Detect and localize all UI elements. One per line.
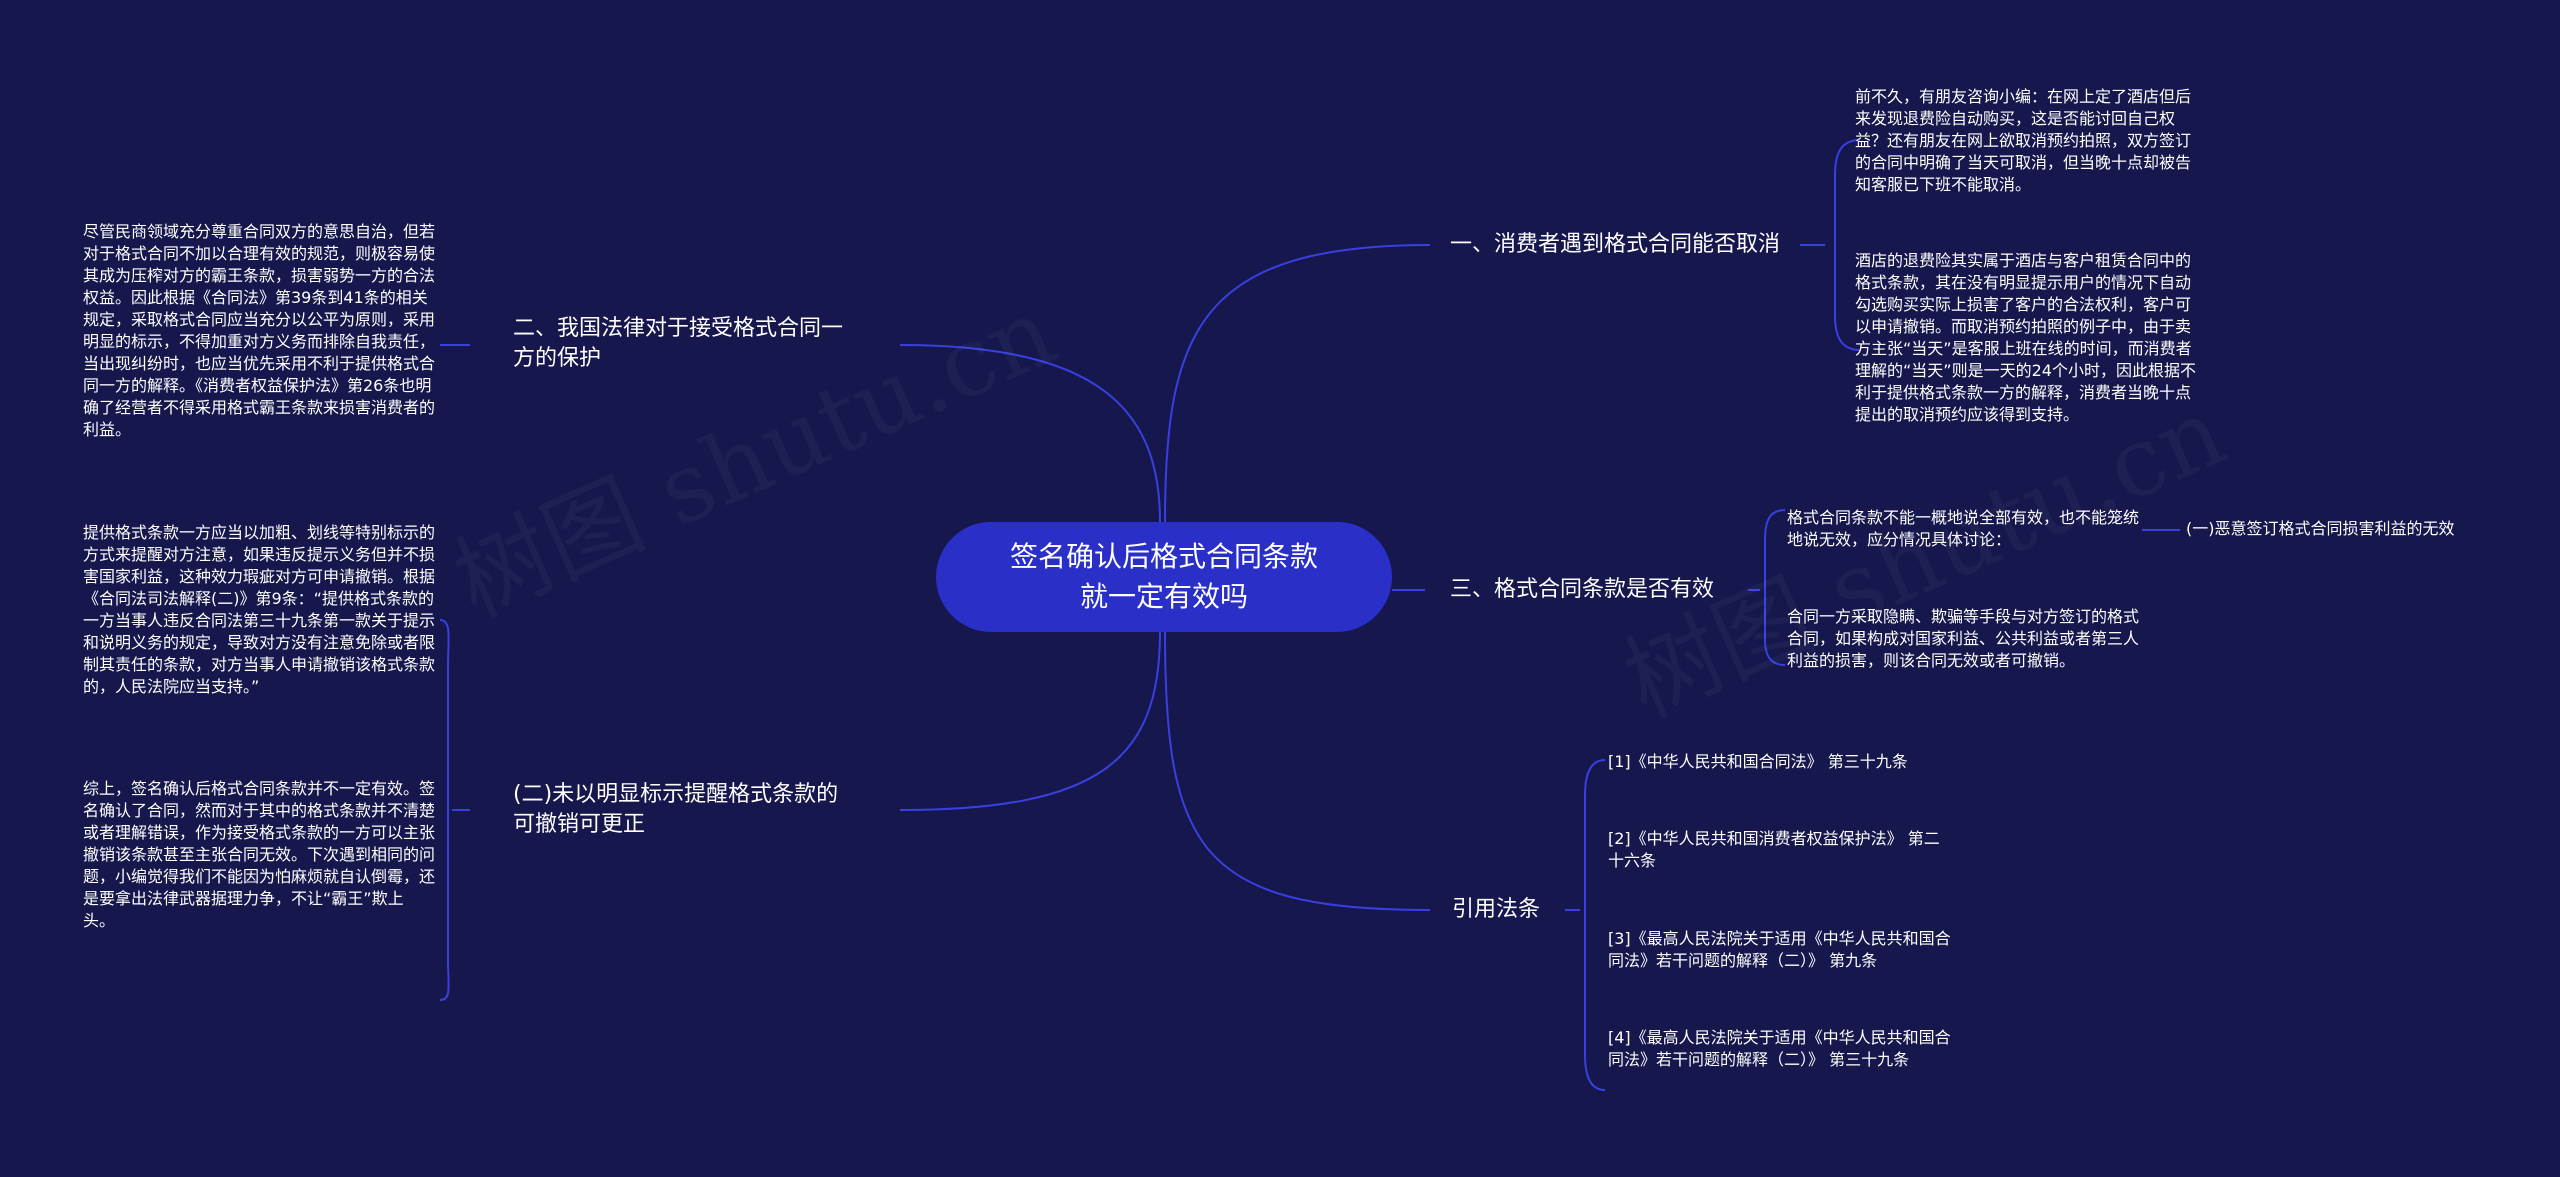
- bracket-b4: [439, 619, 450, 1001]
- leaf-b3-2[interactable]: 合同一方采取隐瞒、欺骗等手段与对方签订的格式合同，如果构成对国家利益、公共利益或…: [1787, 607, 2140, 670]
- leaf-b2-1[interactable]: 尽管民商领域充分尊重合同双方的意思自治，但若对于格式合同不加以合理有效的规范，则…: [83, 222, 436, 439]
- leaf-b5-1[interactable]: [1]《中华人民共和国合同法》 第三十九条: [1608, 752, 1908, 771]
- leaf-b4-2[interactable]: 综上，签名确认后格式合同条款并不一定有效。签名确认了合同，然而对于其中的格式条款…: [83, 779, 436, 930]
- bracket-b1: [1834, 139, 1861, 351]
- leaf-b3-1[interactable]: 格式合同条款不能一概地说全部有效，也不能笼统地说无效，应分情况具体讨论：: [1787, 508, 2140, 549]
- branch-node-b3[interactable]: 三、格式合同条款是否有效: [1450, 577, 1715, 602]
- connector-root-b5: [1164, 631, 1431, 911]
- connector-root-b4: [899, 631, 1161, 811]
- root-node[interactable]: 签名确认后格式合同条款 就一定有效吗: [936, 522, 1392, 632]
- bracket-b3: [1764, 509, 1786, 666]
- connector-root-b2: [899, 344, 1161, 523]
- leaf-b5-4[interactable]: [4]《最高人民法院关于适用《中华人民共和国合同法》若干问题的解释（二）》 第三…: [1608, 1028, 1951, 1069]
- connector-root-b1: [1164, 244, 1431, 523]
- leaf-b5-2[interactable]: [2]《中华人民共和国消费者权益保护法》 第二十六条: [1608, 829, 1940, 870]
- branch-node-b4[interactable]: (二)未以明显标示提醒格式条款的可撤销可更正: [513, 782, 839, 837]
- leaf-b1-1[interactable]: 前不久，有朋友咨询小编：在网上定了酒店但后来发现退费险自动购买，这是否能讨回自己…: [1855, 87, 2192, 194]
- root-title-line1: 签名确认后格式合同条款: [1009, 540, 1318, 573]
- leaf-b5-3[interactable]: [3]《最高人民法院关于适用《中华人民共和国合同法》若干问题的解释（二）》 第九…: [1608, 929, 1951, 970]
- leaf-b3-sub[interactable]: (一)恶意签订格式合同损害利益的无效: [2186, 519, 2455, 538]
- leaf-b4-1[interactable]: 提供格式条款一方应当以加粗、划线等特别标示的方式来提醒对方注意，如果违反提示义务…: [83, 523, 436, 696]
- root-title-line2: 就一定有效吗: [1079, 580, 1248, 613]
- branch-node-b2[interactable]: 二、我国法律对于接受格式合同一方的保护: [513, 316, 844, 371]
- branch-node-b1[interactable]: 一、消费者遇到格式合同能否取消: [1450, 232, 1781, 257]
- branch-node-b5[interactable]: 引用法条: [1452, 897, 1541, 922]
- leaf-b1-2[interactable]: 酒店的退费险其实属于酒店与客户租赁合同中的格式条款，其在没有明显提示用户的情况下…: [1855, 251, 2196, 424]
- bracket-b5: [1584, 759, 1606, 1091]
